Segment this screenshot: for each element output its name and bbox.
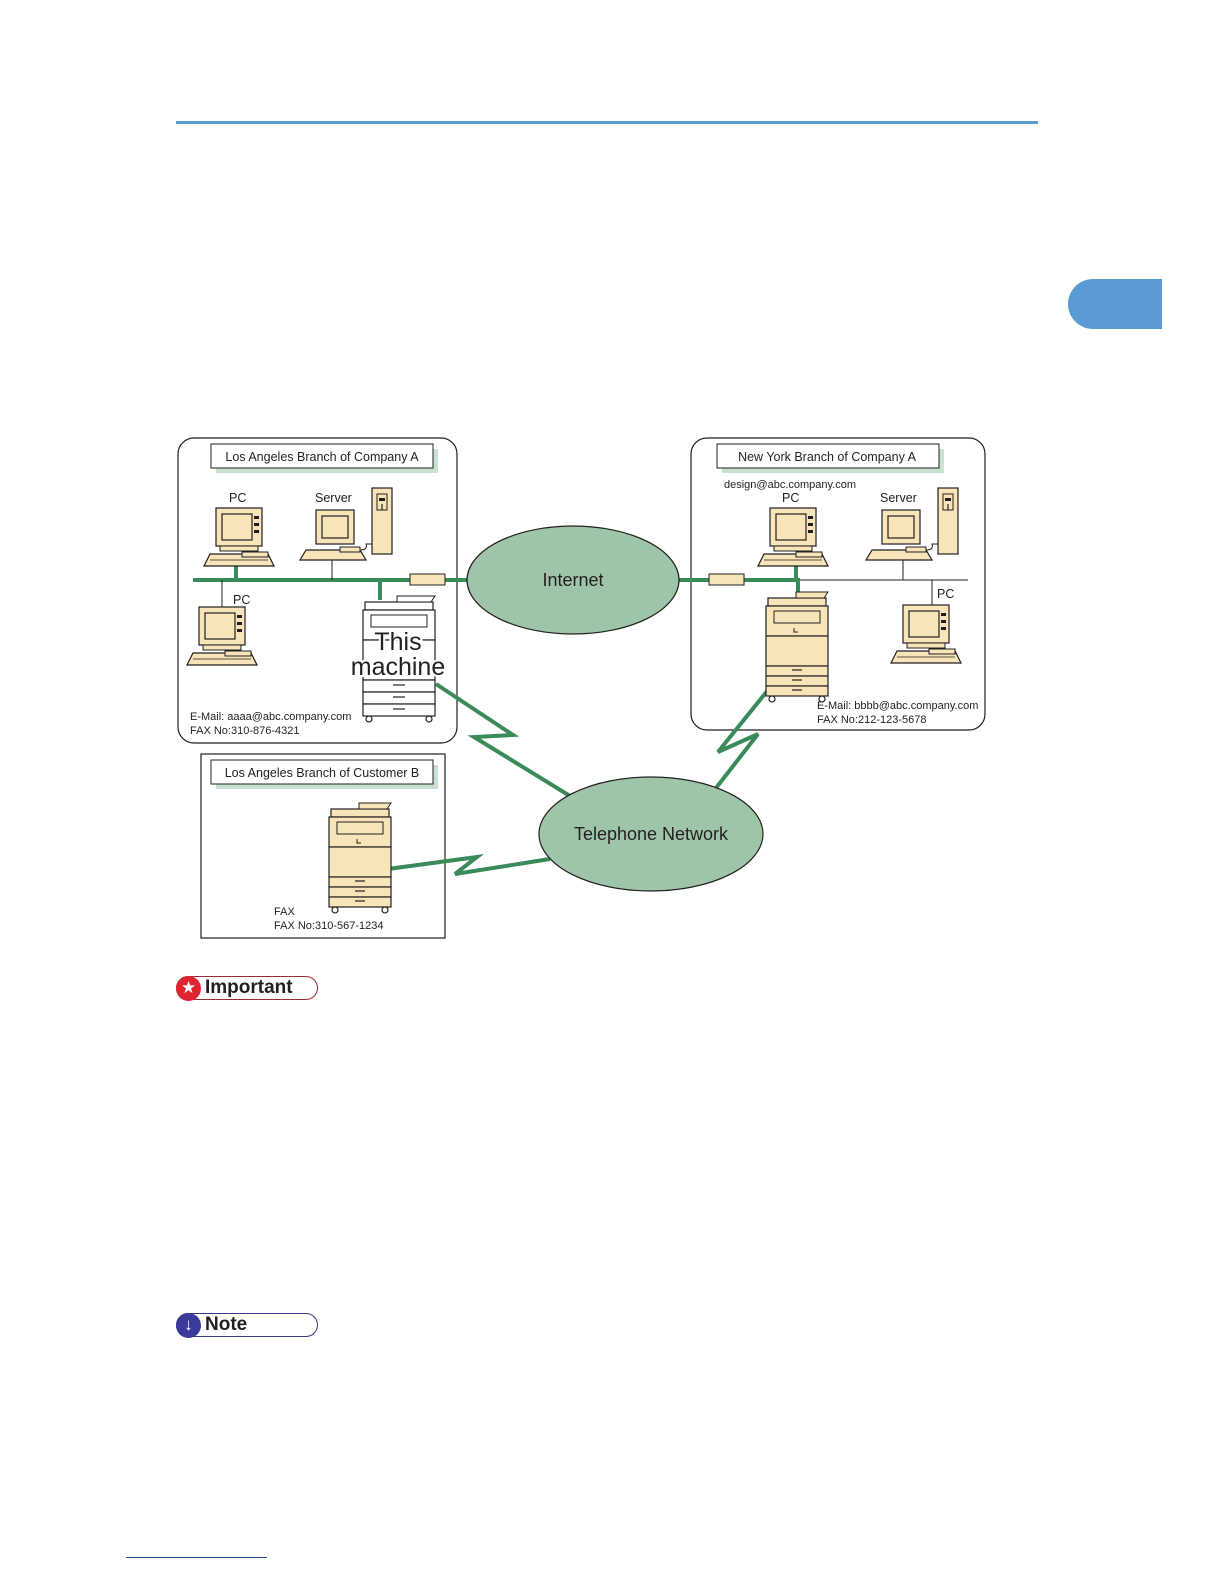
network-lines [193,560,968,876]
internet-cloud: Internet [466,525,680,635]
la-pc2-label: PC [233,593,250,607]
chapter-tab [1068,279,1162,329]
la-branch-a-title: Los Angeles Branch of Company A [225,450,419,464]
note-label: Note [205,1314,248,1335]
this-machine-label-line1: This [374,628,421,656]
this-machine-icon [362,595,436,723]
note-badge: ↓ Note [176,1313,318,1338]
ny-pc2-label: PC [937,587,954,601]
la-branch-b-box: Los Angeles Branch of Customer B FAX FAX… [200,753,446,939]
la-server-label: Server [315,491,352,505]
important-label: Important [205,977,293,998]
ny-branch-a-title: New York Branch of Company A [738,450,917,464]
la-b-fax: FAX No:310-567-1234 [274,920,383,932]
footer-rule [126,1557,267,1558]
arrow-down-icon: ↓ [176,1313,201,1338]
telephone-network-cloud: Telephone Network [538,776,764,892]
important-badge: ★ Important [176,976,318,1001]
star-icon: ★ [176,976,201,1001]
la-b-fax-label: FAX [274,906,295,918]
header-rule [176,121,1038,124]
ny-design-email: design@abc.company.com [724,479,856,491]
la-fax: FAX No:310-876-4321 [190,725,299,737]
la-email: E-Mail: aaaa@abc.company.com [190,711,351,723]
ny-printer-icon [765,591,829,703]
ny-email: E-Mail: bbbb@abc.company.com [817,700,978,712]
telephone-network-label: Telephone Network [574,824,729,844]
ny-pc-label: PC [782,491,799,505]
ny-server-label: Server [880,491,917,505]
customer-b-fax-icon [328,802,392,914]
la-branch-b-title: Los Angeles Branch of Customer B [225,766,420,780]
this-machine-label-line2: machine [351,653,446,681]
internet-label: Internet [542,570,603,590]
ny-fax: FAX No:212-123-5678 [817,714,926,726]
la-pc-label: PC [229,491,246,505]
